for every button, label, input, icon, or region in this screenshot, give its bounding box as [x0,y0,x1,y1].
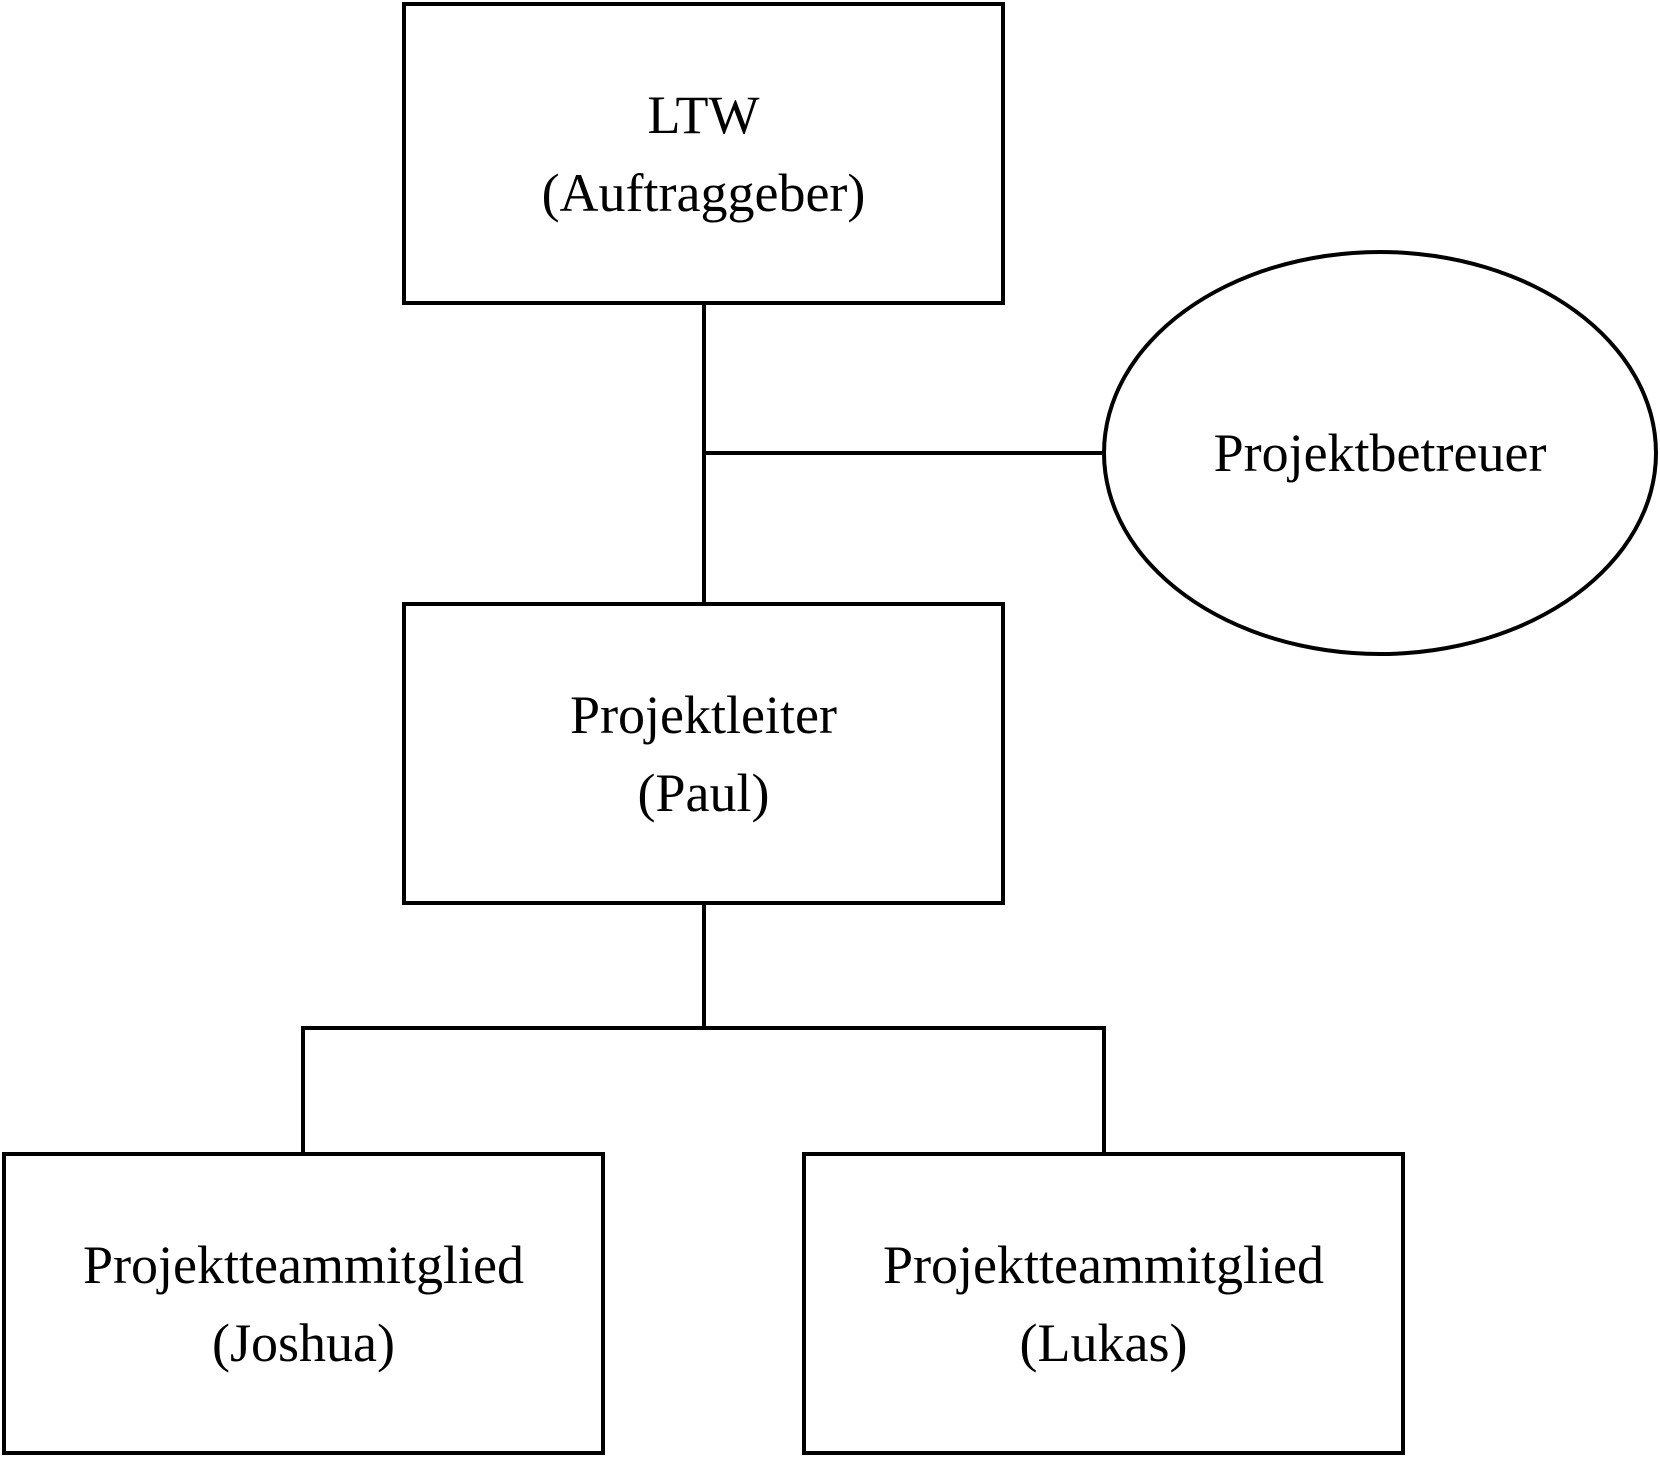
member-node-1: Projektteammitglied (Joshua) [2,1152,605,1455]
supervisor-label: Projektbetreuer [1213,423,1547,483]
lead-node: Projektleiter (Paul) [402,602,1005,905]
client-role: (Auftraggeber) [541,162,866,223]
connector-member2 [1102,1028,1106,1154]
connector-supervisor [704,451,1104,455]
lead-role: Projektleiter [570,684,837,745]
connector-team-horizontal [301,1026,1106,1030]
connector-lead-down [702,902,706,1028]
member1-name: (Joshua) [212,1312,395,1373]
member1-role: Projektteammitglied [83,1234,524,1295]
lead-name: (Paul) [637,762,770,823]
member2-name: (Lukas) [1019,1312,1188,1373]
client-node: LTW (Auftraggeber) [402,2,1005,305]
connector-member1 [301,1028,305,1154]
member-node-2: Projektteammitglied (Lukas) [802,1152,1405,1455]
member2-role: Projektteammitglied [883,1234,1324,1295]
supervisor-node: Projektbetreuer [1102,250,1658,656]
client-name: LTW [647,84,760,145]
